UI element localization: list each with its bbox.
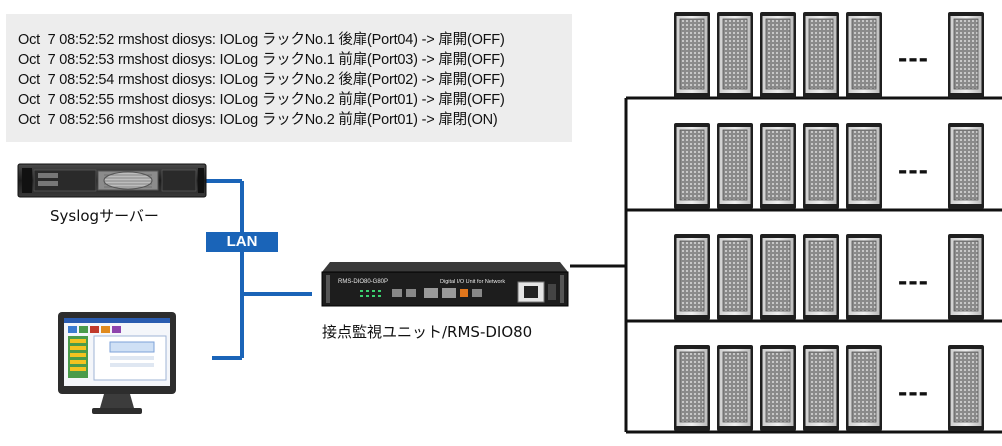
device-model-text: RMS-DIO80-G80P [338,279,388,285]
rack-ellipsis: --- [898,376,929,407]
server-rack-icon [674,12,710,98]
lan-connection-lines [200,179,312,360]
log-line: Oct 7 08:52:53 rmshost diosys: IOLog ラック… [18,52,505,68]
rack-ellipsis: --- [898,42,929,73]
server-rack-icon [948,345,984,431]
server-rack-icon [674,345,710,431]
server-rack-icon [948,123,984,209]
server-rack-icon [948,12,984,98]
server-rack-icon [803,345,839,431]
device-label: 接点監視ユニット/RMS-DIO80 [322,323,533,341]
server-rack-icon [760,123,796,209]
server-rack-icon [846,345,882,431]
server-rack-icon [846,123,882,209]
rack-ellipsis: --- [898,154,929,185]
server-rack-icon [760,234,796,320]
rms-dio80-device-icon [321,262,569,307]
client-pc-monitor-icon [58,312,176,414]
server-rack-icon [803,12,839,98]
syslog-server-label: Syslogサーバー [50,207,159,225]
server-rack-icon [846,234,882,320]
rack-bus-lines [570,96,1002,434]
server-rack-icon [760,345,796,431]
server-rack-icon [674,123,710,209]
log-line: Oct 7 08:52:54 rmshost diosys: IOLog ラック… [18,72,505,88]
log-line: Oct 7 08:52:56 rmshost diosys: IOLog ラック… [18,112,498,128]
lan-badge: LAN [206,232,278,252]
server-rack-icon [717,12,753,98]
server-rack-icon [803,234,839,320]
server-rack-icon [717,345,753,431]
log-line: Oct 7 08:52:55 rmshost diosys: IOLog ラック… [18,92,505,108]
syslog-output-panel: Oct 7 08:52:52 rmshost diosys: IOLog ラック… [6,14,572,142]
server-rack-icon [846,12,882,98]
server-rack-icon [717,234,753,320]
device-description-text: Digital I/O Unit for Network [440,279,505,285]
server-rack-icon [674,234,710,320]
rack-ellipsis: --- [898,265,929,296]
server-rack-icon [948,234,984,320]
server-racks [674,12,984,431]
syslog-server-icon [17,163,207,198]
server-rack-icon [803,123,839,209]
server-rack-icon [717,123,753,209]
log-line: Oct 7 08:52:52 rmshost diosys: IOLog ラック… [18,32,505,48]
server-rack-icon [760,12,796,98]
